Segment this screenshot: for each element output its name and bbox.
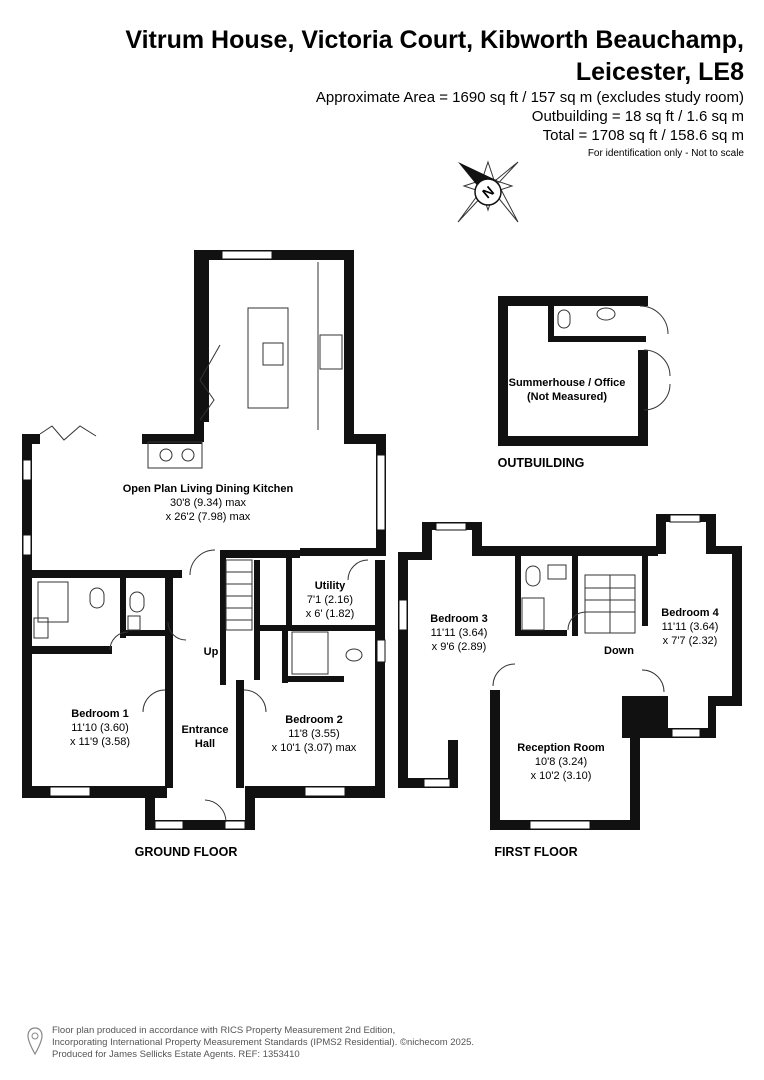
footer-line2: Incorporating International Property Mea… <box>52 1037 475 1048</box>
summerhouse-name1: Summerhouse / Office <box>509 377 626 389</box>
stairs-up-label: Up <box>204 646 219 658</box>
utility-dim1: 7'1 (2.16) <box>307 594 353 606</box>
kitchen-dim2: x 26'2 (7.98) max <box>166 511 251 523</box>
bedroom4-name: Bedroom 4 <box>661 607 719 619</box>
bedroom1-name: Bedroom 1 <box>71 708 128 720</box>
kitchen-dim1: 30'8 (9.34) max <box>170 497 247 509</box>
compass-north-icon: N <box>457 160 519 223</box>
area-approximate: Approximate Area = 1690 sq ft / 157 sq m… <box>315 89 744 106</box>
outbuilding-label: OUTBUILDING <box>498 456 585 470</box>
bedroom4-dim1: 11'11 (3.64) <box>662 621 719 633</box>
reception-dim1: 10'8 (3.24) <box>535 756 587 768</box>
utility-name: Utility <box>315 580 346 592</box>
first-floor-fixtures <box>492 564 665 693</box>
ground-floor-label: GROUND FLOOR <box>135 845 238 859</box>
bedroom2-dim2: x 10'1 (3.07) max <box>272 742 357 754</box>
outbuilding-fixtures <box>557 305 671 411</box>
footer-line1: Floor plan produced in accordance with R… <box>52 1025 396 1036</box>
bedroom4-dim2: x 7'7 (2.32) <box>663 635 718 647</box>
property-title-line1: Vitrum House, Victoria Court, Kibworth B… <box>125 26 744 54</box>
utility-dim2: x 6' (1.82) <box>306 608 355 620</box>
bedroom1-dim1: 11'10 (3.60) <box>71 722 129 734</box>
bedroom3-dim1: 11'11 (3.64) <box>431 627 488 639</box>
entrance-name2: Hall <box>195 738 215 750</box>
disclaimer: For identification only - Not to scale <box>587 148 744 159</box>
reception-name: Reception Room <box>517 742 605 754</box>
bedroom3-dim2: x 9'6 (2.89) <box>432 641 487 653</box>
property-title-line2: Leicester, LE8 <box>575 58 744 86</box>
bedroom2-dim1: 11'8 (3.55) <box>288 728 339 740</box>
reception-dim2: x 10'2 (3.10) <box>531 770 592 782</box>
entrance-name1: Entrance <box>181 724 228 736</box>
outbuilding-walls <box>498 296 648 446</box>
footer-line3: Produced for James Sellicks Estate Agent… <box>52 1049 300 1060</box>
kitchen-fixtures <box>33 262 369 823</box>
first-floor-windows <box>398 514 701 830</box>
area-outbuilding: Outbuilding = 18 sq ft / 1.6 sq m <box>531 108 744 125</box>
first-floor-label: FIRST FLOOR <box>494 845 577 859</box>
kitchen-name: Open Plan Living Dining Kitchen <box>123 483 294 495</box>
bedroom1-dim2: x 11'9 (3.58) <box>70 736 130 748</box>
summerhouse-name2: (Not Measured) <box>527 391 607 403</box>
bedroom3-name: Bedroom 3 <box>430 613 487 625</box>
ground-floor-windows <box>22 250 386 830</box>
rics-logo-icon <box>27 1027 43 1056</box>
area-total: Total = 1708 sq ft / 158.6 sq m <box>542 127 744 144</box>
bedroom2-name: Bedroom 2 <box>285 714 342 726</box>
stairs-down-label: Down <box>604 645 634 657</box>
